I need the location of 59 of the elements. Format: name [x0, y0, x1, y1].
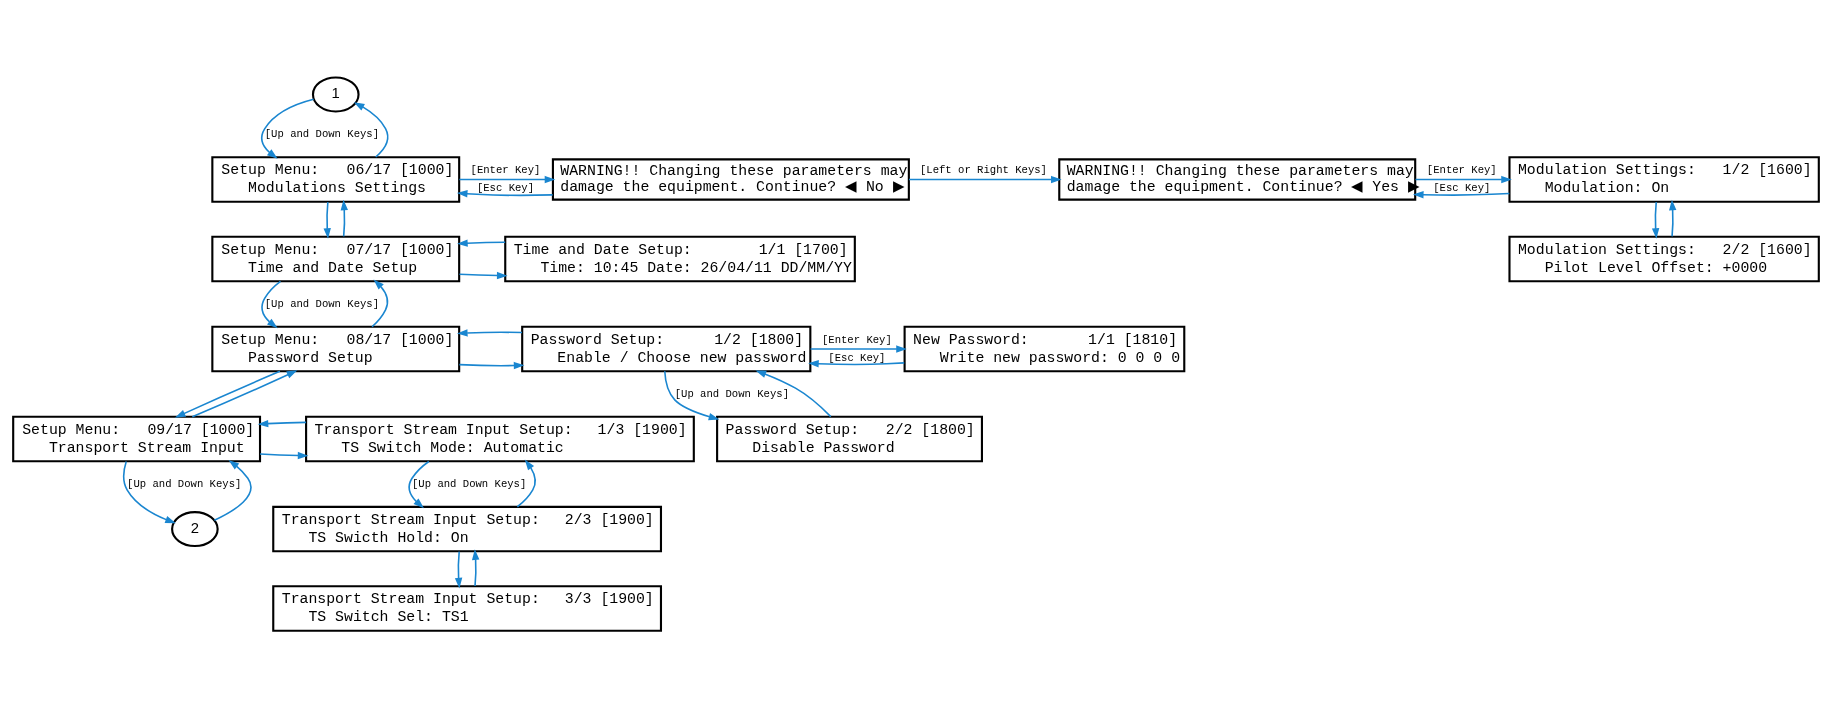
node-box: Setup Menu: 06/17 [1000] Modulations Settings: [211, 156, 461, 203]
arrow: [1414, 175, 1512, 184]
arrow: [458, 175, 556, 184]
arrow: [260, 98, 315, 159]
arrow: [808, 360, 905, 368]
edge-label: [Enter Key]: [470, 164, 541, 177]
arrow: [259, 451, 309, 460]
node-box: Transport Stream Input Setup: 2/3 [1900] TS Swicth Hold: On: [272, 505, 663, 553]
arrow: [908, 175, 1062, 184]
arrow: [755, 370, 832, 418]
arrow: [457, 239, 506, 247]
arrow: [458, 271, 508, 280]
arrow: [471, 549, 480, 587]
node-box: Setup Menu: 09/17 [1000] Transport Stream Input: [12, 415, 262, 463]
edge-label: [Up and Down Keys]: [264, 297, 380, 310]
arrow: [353, 102, 389, 158]
node-ellipse: 1: [311, 76, 360, 113]
arrow: [323, 201, 331, 239]
edge-label: [Enter Key]: [821, 333, 892, 346]
node-box: Setup Menu: 08/17 [1000] Password Setup: [211, 325, 461, 373]
edge-label: [Esc Key]: [476, 182, 535, 195]
arrow: [456, 329, 523, 337]
node-box: New Password: 1/1 [1810] Write new password: 0 0 0 0: [903, 325, 1186, 373]
node-ellipse: 2: [171, 511, 219, 548]
edge-label: [Up and Down Keys]: [674, 387, 790, 400]
edge-label: [Esc Key]: [1433, 182, 1491, 195]
arrow: [456, 190, 554, 198]
edge-label: [Up and Down Keys]: [264, 128, 380, 141]
node-box: Transport Stream Input Setup: 1/3 [1900] TS Switch Mode: Automatic: [305, 415, 695, 463]
arrow: [257, 419, 307, 428]
node-box: Password Setup: 2/2 [1800] Disable Password: [716, 415, 983, 463]
arrow: [458, 361, 525, 370]
node-box: Time and Date Setup: 1/1 [1700] Time: 10:45 Date: 26/04/11 DD/MM/YY: [504, 235, 856, 283]
node-box: Modulation Settings: 2/2 [1600] Pilot Level Offset: +0000: [1508, 235, 1820, 283]
arrow: [191, 370, 298, 418]
arrow: [454, 550, 463, 589]
edge-label: [Up and Down Keys]: [412, 477, 527, 490]
arrow: [371, 279, 389, 328]
arrow: [213, 460, 252, 521]
arrow: [1412, 191, 1511, 199]
arrow: [809, 345, 907, 353]
arrow: [1669, 199, 1677, 238]
arrow: [408, 460, 430, 509]
arrow: [174, 370, 281, 418]
arrow: [516, 459, 536, 508]
edge-label: [Up and Down Keys]: [127, 477, 242, 490]
node-box: Modulation Settings: 1/2 [1600] Modulation: On: [1508, 156, 1820, 203]
node-box: Password Setup: 1/2 [1800] Enable / Choose new password: [521, 325, 812, 373]
edge-label: [Enter Key]: [1426, 164, 1497, 177]
arrow: [261, 280, 282, 329]
node-box: WARNING!! Changing these parameters may damage the equipment. Continue? ◀ No ▶: [551, 158, 910, 201]
arrow: [1651, 201, 1660, 239]
edge-label: [Esc Key]: [828, 351, 886, 364]
arrow: [122, 460, 176, 524]
node-box: Setup Menu: 07/17 [1000] Time and Date Setup: [211, 235, 461, 283]
arrow: [340, 199, 348, 238]
arrow: [663, 370, 720, 421]
node-box: Transport Stream Input Setup: 3/3 [1900] TS Switch Sel: TS1: [272, 585, 663, 632]
edge-label: [Left or Right Keys]: [919, 164, 1047, 177]
